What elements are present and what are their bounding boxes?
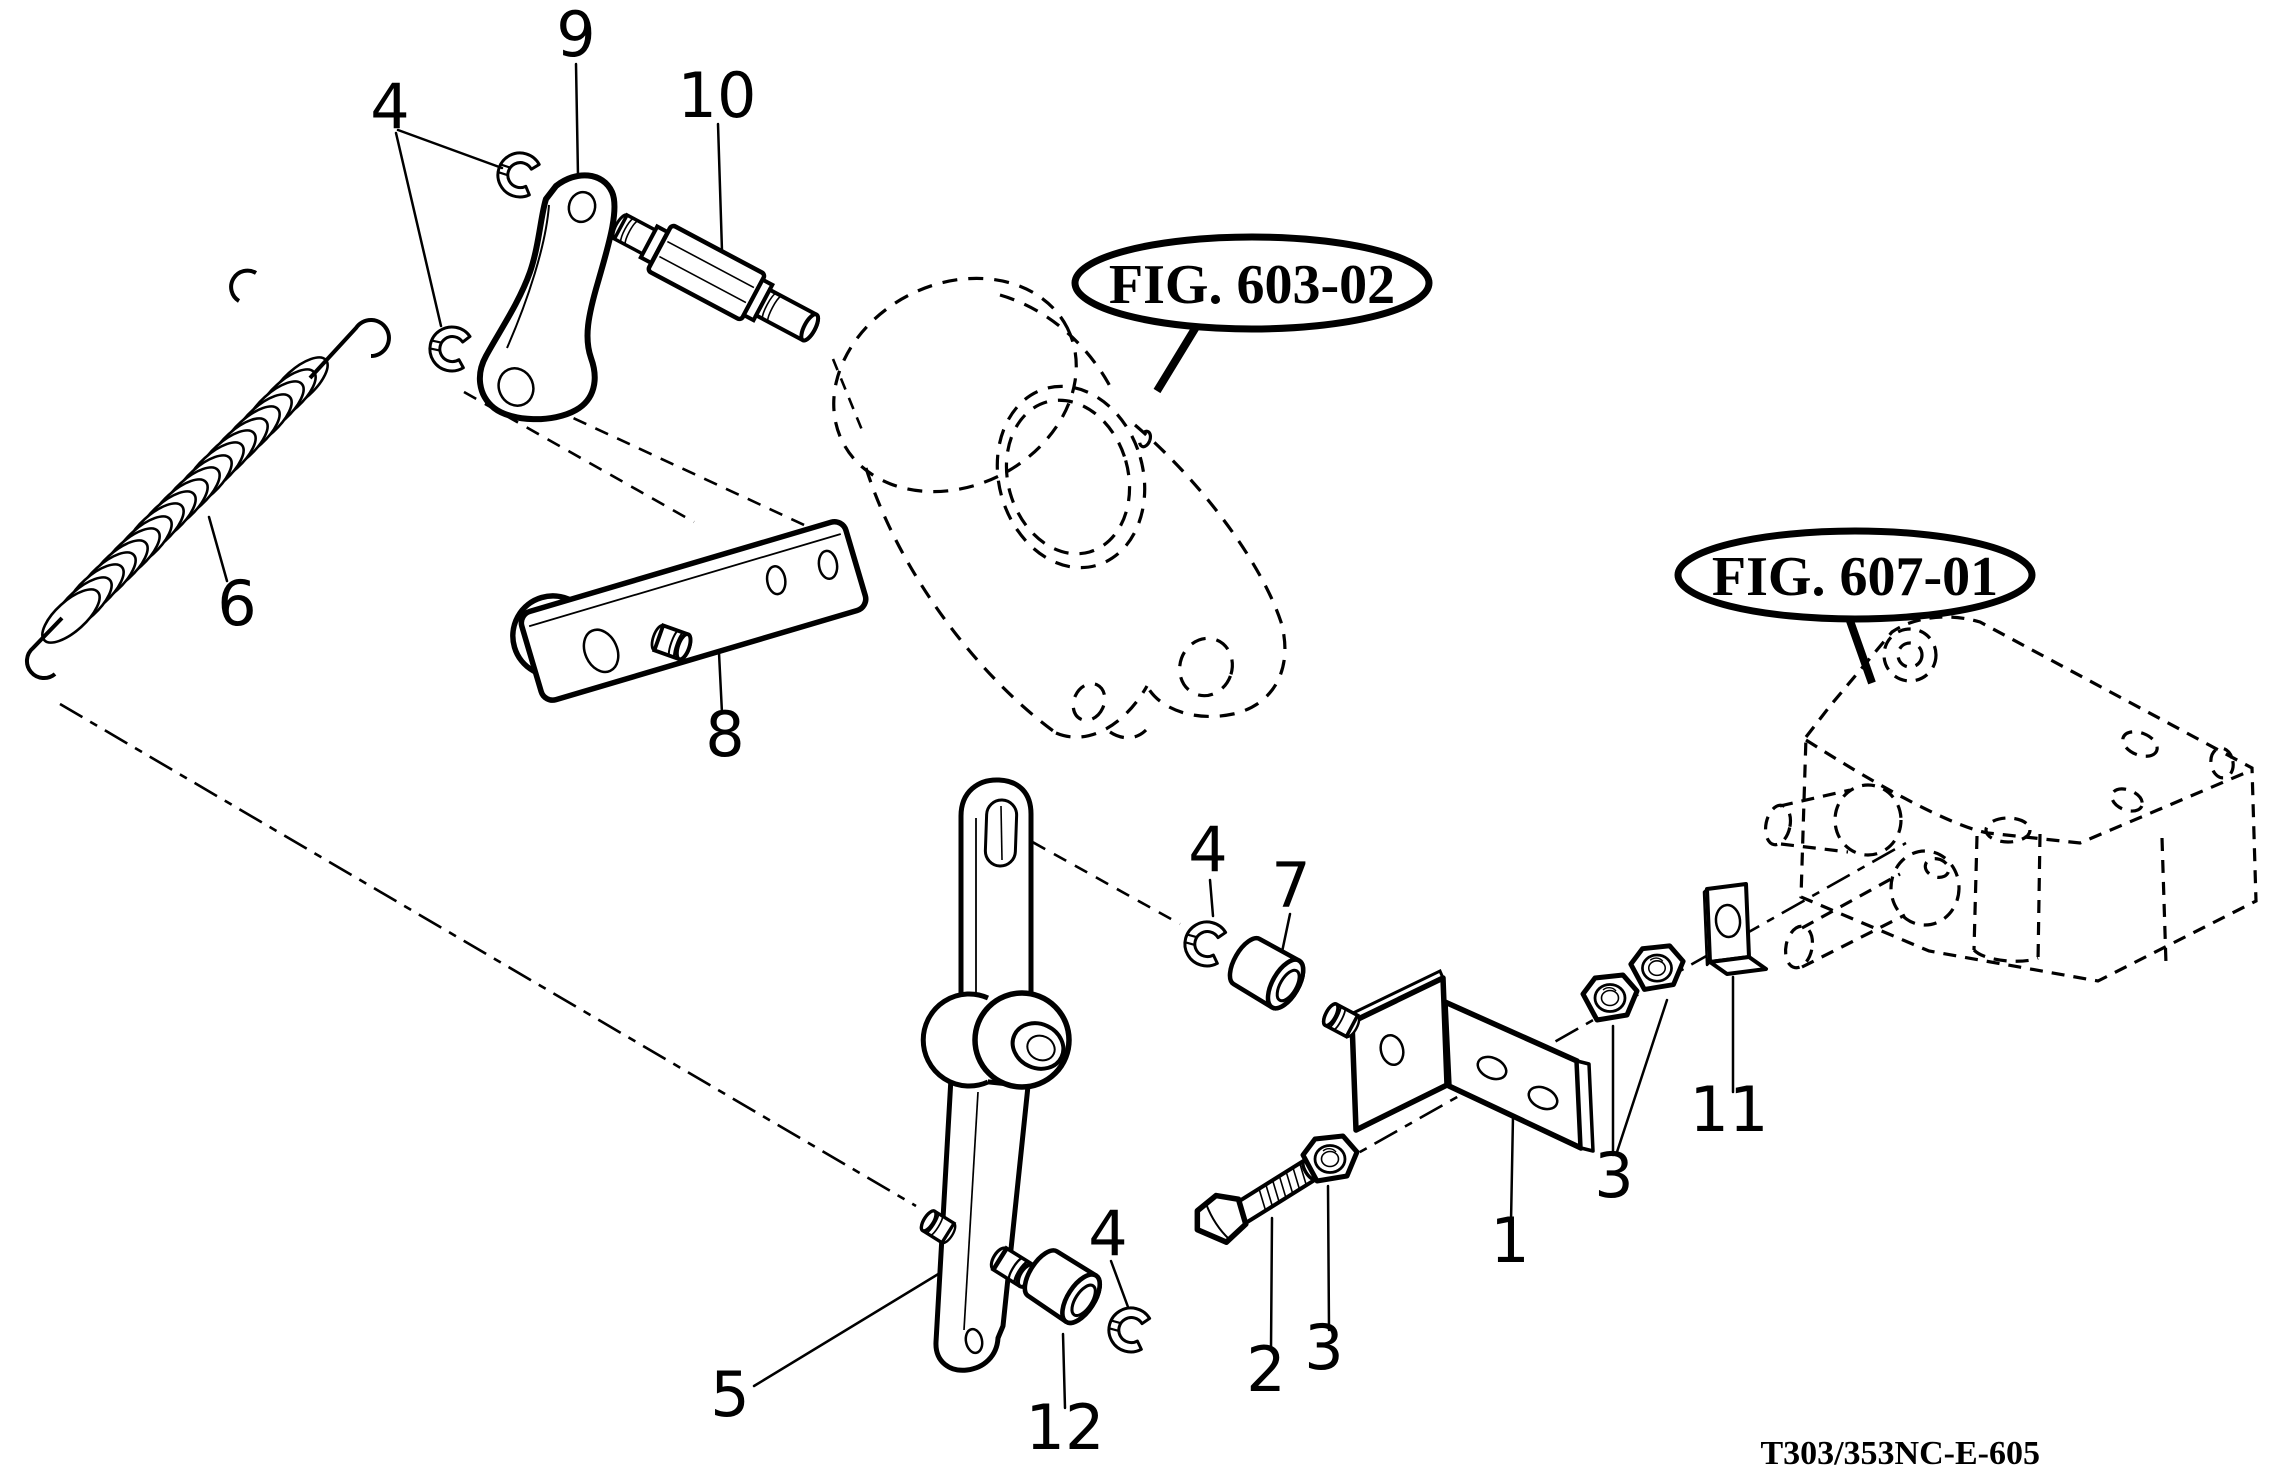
- valve-top-boss: [1882, 627, 1938, 683]
- part-plate: [510, 518, 869, 703]
- figure-ref-603-02: FIG. 603-02: [1071, 233, 1433, 394]
- link-lower-hole: [497, 367, 535, 407]
- callout-4-top: 4: [370, 70, 409, 143]
- callout-4-middle: 4: [1188, 813, 1227, 886]
- spring-upper-hook-tip: [229, 268, 258, 303]
- part-bolt: [1194, 1157, 1319, 1245]
- callout-11: 11: [1690, 1073, 1769, 1146]
- plate-slot-2: [817, 549, 839, 581]
- rocker-small-hole: [1137, 429, 1153, 449]
- nut-right-2: [1631, 946, 1683, 990]
- callout-labels: 9 4 10 6 8 5 12 4 7 4 2 3 1 3 11: [217, 0, 1768, 1464]
- figure-ref-label: FIG. 607-01: [1712, 546, 1998, 608]
- drawing-code: T303/353NC-E-605: [1760, 1435, 2040, 1472]
- ghost-valve-fig-607-01: [1763, 615, 2258, 983]
- callout-2: 2: [1246, 1333, 1285, 1406]
- callout-8: 8: [705, 698, 744, 771]
- spring-axis-line: [59, 702, 917, 1208]
- bracket-axis-line: [1283, 841, 1907, 1197]
- part-pin: [611, 212, 821, 343]
- nut-right-1: [1583, 975, 1637, 1020]
- callout-4-bottom: 4: [1088, 1197, 1127, 1270]
- clip-washer-hole: [1714, 903, 1742, 939]
- spring-coils: [41, 356, 329, 644]
- spring-lower-hook: [25, 616, 64, 680]
- retaining-clip-upper: [424, 321, 473, 376]
- part-curved-link: [476, 172, 618, 423]
- bolt-head: [1194, 1192, 1249, 1245]
- callout-10: 10: [678, 59, 757, 132]
- valve-front-channel: [1972, 833, 2042, 963]
- callout-12: 12: [1026, 1391, 1105, 1464]
- leader-lines: [207, 62, 1735, 1410]
- valve-studs: [1763, 783, 1961, 970]
- retaining-clip-lower: [1102, 1301, 1153, 1357]
- bracket-hole-front: [1379, 1033, 1405, 1067]
- ghost-rocker-fig-603-02: [832, 276, 1287, 740]
- lever-boss-strap: [920, 991, 990, 1089]
- callout-6: 6: [217, 567, 256, 640]
- bracket-flange-hole-1: [1476, 1055, 1508, 1081]
- callout-3-bottom: 3: [1304, 1311, 1343, 1384]
- part-spring: [25, 268, 391, 680]
- callout-5: 5: [710, 1358, 749, 1431]
- part-bushing-upper: [1223, 932, 1311, 1014]
- link-axis-line-b: [529, 396, 816, 532]
- rocker-arm-hole: [1178, 636, 1234, 698]
- link-axis-line-a: [463, 390, 695, 524]
- callout-3-right: 3: [1594, 1139, 1633, 1212]
- bracket-flange-hole-2: [1527, 1085, 1559, 1111]
- callout-1: 1: [1490, 1204, 1529, 1277]
- spring-upper-hook: [308, 318, 391, 380]
- retaining-clip-middle: [1178, 915, 1229, 971]
- pin-axis-line: [831, 358, 864, 431]
- retaining-clip-top: [490, 145, 543, 203]
- part-clip-washer: [1702, 882, 1768, 976]
- link-upper-hole: [567, 190, 597, 224]
- callout-7: 7: [1271, 849, 1310, 922]
- lever-lower-arm: [933, 1075, 1031, 1373]
- lever-bottom-hole: [964, 1327, 984, 1355]
- part-bracket: [1319, 968, 1595, 1153]
- plate-slot-1: [765, 565, 787, 596]
- plate-hole: [582, 628, 620, 674]
- part-lever: [916, 777, 1072, 1373]
- callout-9: 9: [556, 0, 595, 71]
- nut-lower: [1303, 1136, 1357, 1181]
- figure-ref-607-01: FIG. 607-01: [1674, 527, 2036, 685]
- figure-ref-label: FIG. 603-02: [1109, 254, 1395, 316]
